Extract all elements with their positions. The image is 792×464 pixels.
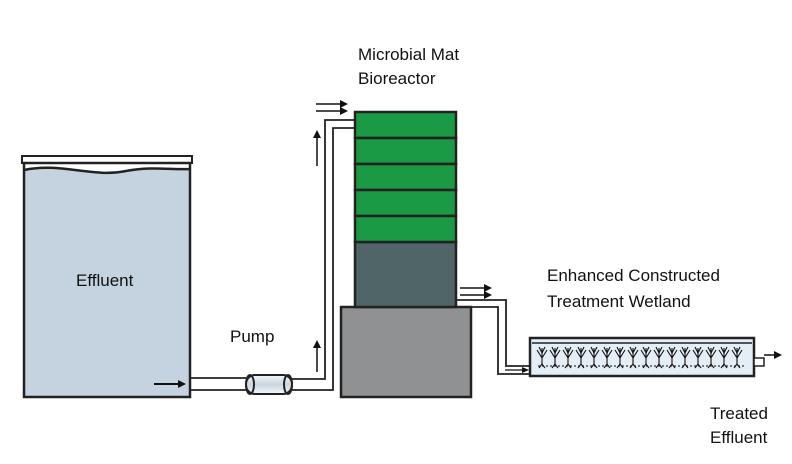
bioreactor-inlet-arrow [316,100,348,115]
bioreactor-label-line1: Microbial Mat [358,45,460,64]
wetland-label-line1: Enhanced Constructed [547,266,720,285]
tank-water-surface [24,163,190,173]
constructed-wetland [528,336,756,378]
wetland-plants [536,346,743,369]
reed-plant [536,346,548,369]
reed-plant [705,346,717,369]
treated-label-line1: Treated [710,404,768,423]
reed-plant [731,346,743,369]
reed-plant [679,346,691,369]
reed-plant [601,346,613,369]
riser-flow-arrow-lower [313,340,321,372]
mat-tray [353,110,458,140]
tank-water-surface-line [23,166,191,175]
tank-wall [22,161,192,399]
bioreactor-label-line2: Bioreactor [358,69,436,88]
effluent-label: Effluent [76,271,134,290]
reed-plant [718,346,730,369]
mat-tray [353,162,458,192]
wetland-inlet-arrow [505,367,529,373]
mat-tray [353,214,458,244]
reed-plant [614,346,626,369]
tank-outlet-arrow [154,380,186,388]
pump-label: Pump [230,327,275,346]
microbial-mat-stack [353,110,458,244]
reed-plant [640,346,652,369]
bioreactor-base [339,305,473,399]
reed-plant [575,346,587,369]
pump-end-left [245,374,255,395]
riser-flow-arrow-upper [313,130,321,166]
pipe-bioreactor-to-wetland [456,299,530,375]
riser-pipe [292,119,355,391]
reed-plant [562,346,574,369]
reed-plant [627,346,639,369]
pump-end-right [283,374,293,395]
pipe-tank-to-pump [190,377,246,391]
bioreactor-chamber [353,240,458,309]
mat-tray [353,188,458,218]
reed-plant [666,346,678,369]
tank-water [24,163,190,397]
pump [245,374,293,395]
reed-plant [588,346,600,369]
wetland-outlet [753,351,782,367]
effluent-tank [21,155,193,399]
bioreactor-outlet-arrow [460,284,492,299]
mat-tray [353,136,458,166]
reed-plant [692,346,704,369]
treated-label-line2: Effluent [710,428,768,447]
wetland-label-line2: Treatment Wetland [547,292,691,311]
reed-plant [653,346,665,369]
reed-plant [549,346,561,369]
